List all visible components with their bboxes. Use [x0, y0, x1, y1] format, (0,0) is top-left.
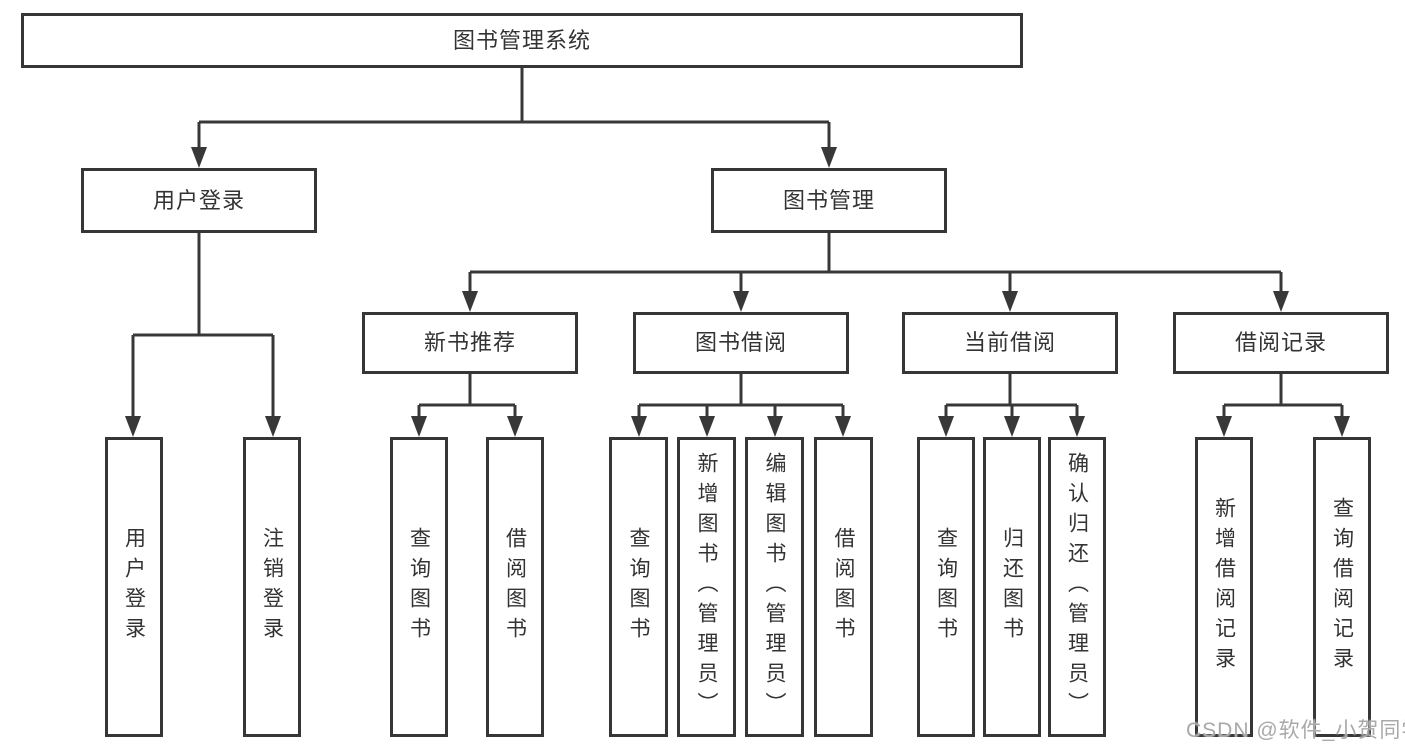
node-current-borrowing: 当前借阅	[902, 312, 1118, 374]
node-label: 新增图书（管理员）	[695, 452, 718, 722]
node-label: 用户登录	[122, 527, 146, 647]
node-label: 查询图书	[627, 527, 650, 647]
node-label: 归还图书	[1000, 527, 1024, 647]
node-label: 借阅记录	[1234, 330, 1327, 355]
node-label: 注销登录	[260, 527, 284, 647]
node-label: 查询图书	[407, 527, 431, 647]
node-label: 确认归还（管理员）	[1065, 452, 1089, 722]
csdn-watermark: CSDN @软件_小贺同学	[1186, 719, 1405, 742]
leaf-query-books-current: 查询图书	[917, 437, 975, 737]
node-book-management: 图书管理	[711, 168, 947, 233]
leaf-borrow-books-borrowing: 借阅图书	[814, 437, 873, 737]
leaf-user-login: 用户登录	[105, 437, 163, 737]
node-borrowing-records: 借阅记录	[1173, 312, 1389, 374]
leaf-query-borrow-record: 查询借阅记录	[1313, 437, 1371, 737]
node-label: 新书推荐	[423, 330, 516, 355]
node-label: 图书借阅	[694, 330, 787, 355]
node-label: 图书管理系统	[452, 27, 591, 53]
node-label: 当前借阅	[963, 330, 1056, 355]
leaf-confirm-return-admin: 确认归还（管理员）	[1048, 437, 1106, 737]
leaf-logout: 注销登录	[243, 437, 301, 737]
leaf-borrow-books-recommend: 借阅图书	[486, 437, 544, 737]
node-user-login: 用户登录	[81, 168, 317, 233]
leaf-query-books-recommend: 查询图书	[390, 437, 448, 737]
node-label: 新增借阅记录	[1212, 497, 1236, 677]
leaf-edit-books-admin: 编辑图书（管理员）	[745, 437, 804, 737]
node-label: 借阅图书	[832, 527, 855, 647]
node-label: 用户登录	[152, 187, 245, 213]
node-library-management-system: 图书管理系统	[21, 13, 1023, 68]
node-label: 图书管理	[782, 187, 875, 213]
node-new-book-recommendation: 新书推荐	[362, 312, 578, 374]
node-label: 查询借阅记录	[1330, 497, 1354, 677]
node-label: 查询图书	[934, 527, 958, 647]
node-label: 编辑图书（管理员）	[763, 452, 786, 722]
leaf-query-books-borrowing: 查询图书	[609, 437, 668, 737]
leaf-add-books-admin: 新增图书（管理员）	[677, 437, 736, 737]
leaf-return-books: 归还图书	[983, 437, 1041, 737]
leaf-add-borrow-record: 新增借阅记录	[1195, 437, 1253, 737]
node-book-borrowing: 图书借阅	[633, 312, 849, 374]
node-label: 借阅图书	[503, 527, 527, 647]
